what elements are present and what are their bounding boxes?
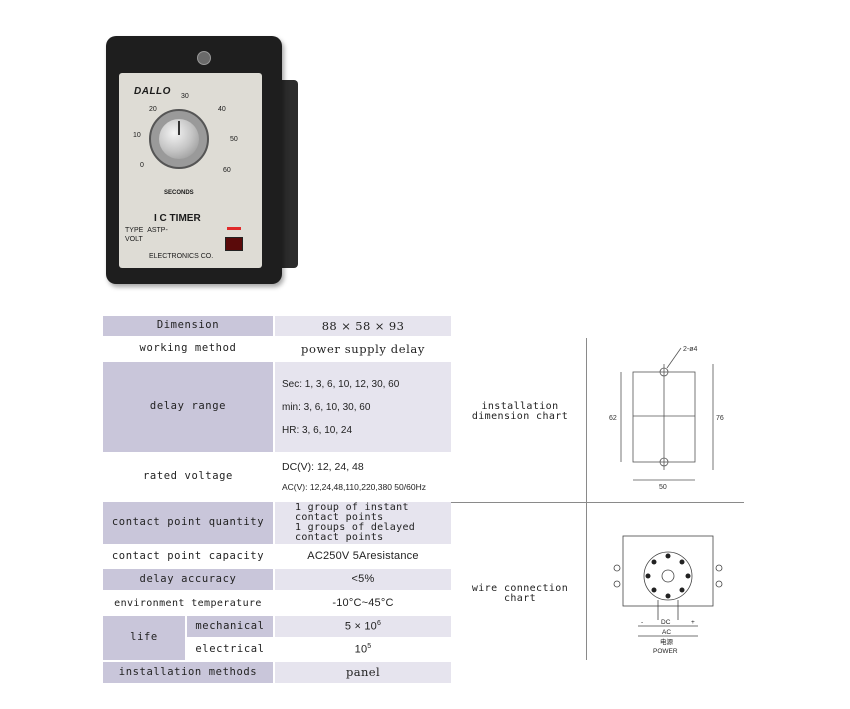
dial-tick-10: 10 (133, 132, 141, 139)
delay-range-hr: HR: 3, 6, 10, 24 (282, 424, 353, 436)
delay-range-min: min: 3, 6, 10, 30, 60 (282, 401, 371, 413)
pin-5-icon (665, 593, 671, 599)
chart-divider-horizontal (451, 502, 744, 503)
delay-range-label: delay range (103, 362, 273, 452)
pin-2-icon (679, 559, 685, 565)
contact-capacity-label: contact point capacity (103, 546, 273, 567)
dim-height-label: 62 (609, 415, 617, 422)
contact-left-top-icon (613, 564, 621, 572)
contact-capacity-value: AC250V 5Aresistance (275, 546, 451, 567)
installation-chart-label: installation dimension chart (471, 401, 569, 422)
rated-voltage-label: rated voltage (103, 454, 273, 500)
install-methods-label: installation methods (103, 662, 273, 683)
dim-holes-label: 2-ø4 (683, 346, 698, 353)
ac-label: AC (662, 629, 671, 636)
pin-3-icon (685, 573, 691, 579)
contact-quantity-line-4: contact points (295, 532, 384, 543)
dial-tick-40: 40 (218, 106, 226, 113)
life-mechanical-label: mechanical (187, 616, 273, 637)
wire-chart-label: wire connection chart (471, 583, 569, 604)
life-electrical-value: 105 (275, 639, 451, 660)
rated-voltage-values: DC(V): 12, 24, 48 AC(V): 12,24,48,110,22… (275, 454, 451, 500)
spec-table: Dimension 88 × 58 × 93 working method po… (103, 316, 744, 684)
install-methods-value: panel (275, 662, 451, 683)
timer-faceplate: DALLO 0 10 20 30 40 50 60 SECONDS I C TI… (119, 73, 262, 268)
model-title: I C TIMER (154, 213, 201, 224)
dim-hole-bottom-icon (659, 457, 669, 467)
dim-hole-leader (666, 347, 682, 369)
life-electrical-label: electrical (187, 639, 273, 660)
pin-1-icon (665, 553, 671, 559)
dim-outer-height-label: 76 (716, 415, 724, 422)
working-method-label: working method (103, 338, 273, 360)
contact-right-top-icon (715, 564, 723, 572)
indicator-window (225, 237, 243, 251)
power-label: POWER (653, 648, 678, 655)
rated-voltage-dc: DC(V): 12, 24, 48 (282, 460, 364, 473)
env-temp-label: environment temperature (103, 592, 273, 614)
dial-ring (149, 109, 209, 169)
dimension-label: Dimension (103, 316, 273, 336)
installation-dimension-drawing: 2-ø4 62 76 50 (609, 346, 724, 491)
contact-quantity-values: 1 group of instant contact points 1 grou… (275, 502, 451, 544)
dc-minus-label: - (641, 619, 643, 626)
rated-voltage-ac: AC(V): 12,24,48,110,220,380 50/60Hz (282, 482, 426, 493)
volt-label: VOLT (125, 236, 143, 243)
wire-connection-drawing: DC - + AC 电源 POWER (613, 535, 723, 655)
dc-label: DC (661, 619, 671, 626)
dial-tick-60: 60 (223, 167, 231, 174)
contact-quantity-line-2: contact points (295, 512, 384, 523)
dial-tick-20: 20 (149, 106, 157, 113)
indicator-led-icon (227, 227, 241, 230)
socket-key-icon (661, 569, 675, 583)
brand-logo: DALLO (134, 86, 171, 97)
mount-screw-icon (197, 51, 211, 65)
env-temp-value: -10°C~45°C (275, 592, 451, 614)
dial-tick-50: 50 (230, 136, 238, 143)
dial-tick-30: 30 (181, 93, 189, 100)
pin-7-icon (645, 573, 651, 579)
dial-knob-icon (159, 119, 199, 159)
contact-left-bottom-icon (613, 580, 621, 588)
contact-quantity-line-1: 1 group of instant (295, 502, 409, 513)
life-label: life (103, 616, 185, 660)
dimension-value: 88 × 58 × 93 (275, 316, 451, 336)
maker-label: ELECTRONICS CO. (149, 253, 214, 260)
dial-unit-label: SECONDS (164, 190, 194, 196)
contact-quantity-label: contact point quantity (103, 502, 273, 544)
type-label: TYPE ASTP- (125, 227, 168, 234)
socket-outline-icon (643, 551, 693, 601)
contact-right-bottom-icon (715, 580, 723, 588)
dc-plus-label: + (691, 619, 695, 626)
pin-4-icon (679, 587, 685, 593)
pin-8-icon (651, 559, 657, 565)
chart-divider-vertical (586, 338, 587, 660)
working-method-value: power supply delay (275, 338, 451, 360)
delay-range-sec: Sec: 1, 3, 6, 10, 12, 30, 60 (282, 378, 400, 390)
delay-accuracy-value: <5% (275, 569, 451, 590)
dim-width-label: 50 (659, 484, 667, 491)
wire-frame (622, 535, 714, 607)
delay-range-values: Sec: 1, 3, 6, 10, 12, 30, 60 min: 3, 6, … (275, 362, 451, 452)
dim-hole-top-icon (659, 367, 669, 377)
contact-quantity-line-3: 1 groups of delayed (295, 522, 416, 533)
delay-accuracy-label: delay accuracy (103, 569, 273, 590)
pin-6-icon (651, 587, 657, 593)
power-cn-label: 电源 (660, 637, 674, 646)
knob-pointer (178, 121, 180, 135)
life-mechanical-value: 5 × 106 (275, 616, 451, 637)
dial-tick-0: 0 (140, 162, 144, 169)
product-photo: DALLO 0 10 20 30 40 50 60 SECONDS I C TI… (96, 28, 310, 290)
